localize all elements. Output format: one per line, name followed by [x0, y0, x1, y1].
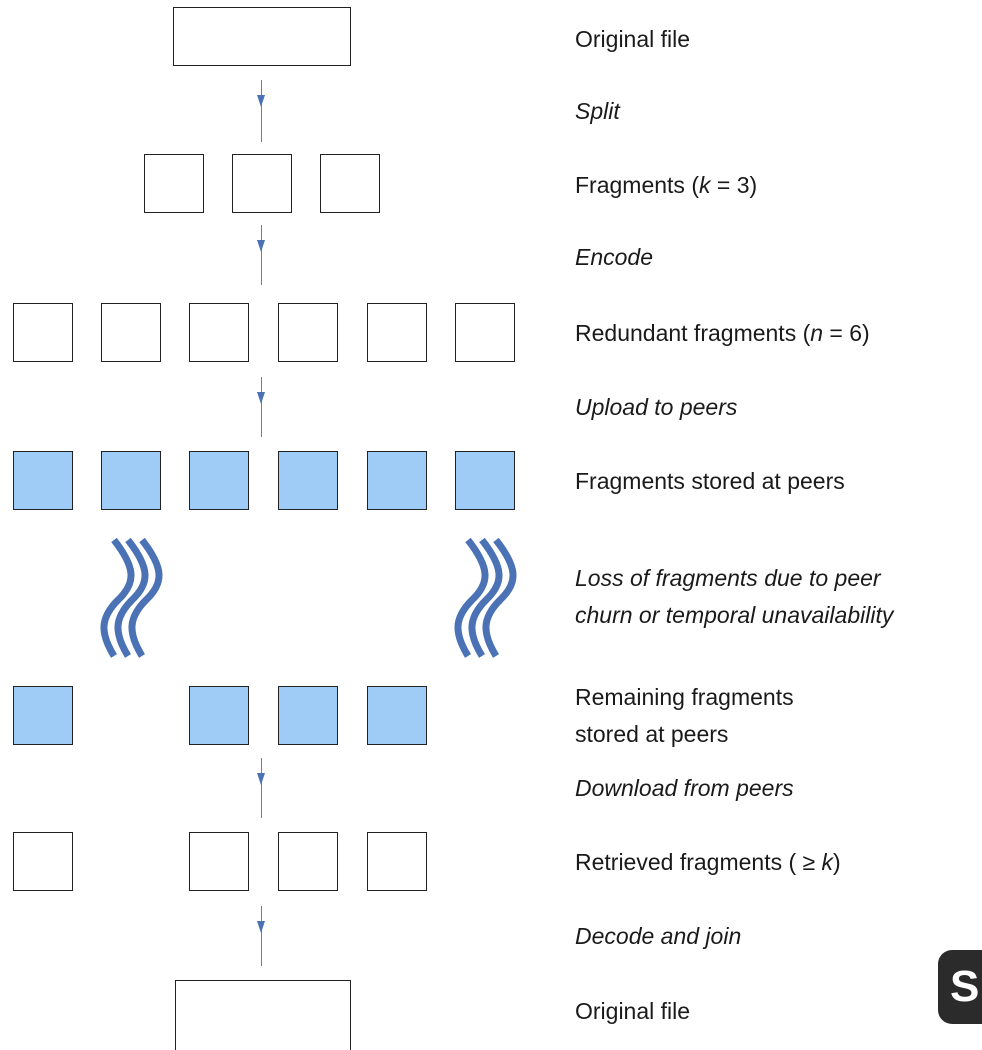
- stored-fragment-box: [278, 451, 338, 510]
- label-fragments-suffix: = 3): [710, 172, 758, 198]
- label-retrieved-suffix: ): [833, 849, 841, 875]
- remaining-fragment-box: [367, 686, 427, 745]
- redundant-fragment-box: [455, 303, 515, 362]
- redundant-fragment-box: [278, 303, 338, 362]
- label-redundant-prefix: Redundant fragments (: [575, 320, 811, 346]
- label-loss-line1: Loss of fragments due to peer: [575, 565, 881, 591]
- arrow-decode: [257, 906, 265, 966]
- label-split: Split: [575, 98, 620, 124]
- label-encode: Encode: [575, 244, 654, 270]
- stored-fragment-box: [455, 451, 515, 510]
- wavy-lines-icon: [454, 538, 517, 658]
- label-loss-line2: churn or temporal unavailability: [575, 602, 894, 628]
- label-remaining-line1: Remaining fragments: [575, 684, 794, 710]
- arrow-upload: [257, 377, 265, 437]
- label-original-file-top: Original file: [575, 26, 691, 52]
- label-upload: Upload to peers: [575, 394, 738, 420]
- redundant-fragment-box: [13, 303, 73, 362]
- label-remaining-line2: stored at peers: [575, 721, 729, 747]
- redundant-fragment-box: [367, 303, 427, 362]
- label-original-file-bottom: Original file: [575, 998, 691, 1024]
- arrow-encode: [257, 225, 265, 285]
- retrieved-fragment-box: [278, 832, 338, 891]
- label-redundant: Redundant fragments (n = 6): [575, 318, 870, 348]
- arrow-download: [257, 758, 265, 818]
- label-retrieved: Retrieved fragments ( ≥ k): [575, 847, 841, 877]
- retrieved-fragment-box: [189, 832, 249, 891]
- retrieved-fragment-box: [367, 832, 427, 891]
- fragment-box: [232, 154, 292, 213]
- arrow-split: [257, 80, 265, 142]
- fragment-box: [144, 154, 204, 213]
- label-stored: Fragments stored at peers: [575, 468, 845, 494]
- stored-fragment-box: [367, 451, 427, 510]
- label-retrieved-prefix: Retrieved fragments ( ≥: [575, 849, 822, 875]
- label-redundant-suffix: = 6): [823, 320, 870, 346]
- label-fragments: Fragments (k = 3): [575, 170, 757, 200]
- redundant-fragment-box: [101, 303, 161, 362]
- remaining-fragment-box: [189, 686, 249, 745]
- stored-fragment-box: [189, 451, 249, 510]
- stored-fragment-box: [13, 451, 73, 510]
- wavy-lines-icon: [100, 538, 163, 658]
- label-decode: Decode and join: [575, 923, 742, 949]
- redundant-fragment-box: [189, 303, 249, 362]
- remaining-fragment-box: [278, 686, 338, 745]
- retrieved-fragment-box: [13, 832, 73, 891]
- original-file-box-bottom: [175, 980, 351, 1050]
- label-fragments-prefix: Fragments (: [575, 172, 699, 198]
- label-fragments-var: k: [698, 172, 711, 198]
- label-download: Download from peers: [575, 775, 794, 801]
- logo-badge-icon: S: [938, 950, 982, 1024]
- original-file-box-top: [173, 7, 351, 66]
- label-retrieved-var: k: [821, 849, 834, 875]
- remaining-fragment-box: [13, 686, 73, 745]
- fragment-box: [320, 154, 380, 213]
- stored-fragment-box: [101, 451, 161, 510]
- label-redundant-var: n: [810, 320, 824, 346]
